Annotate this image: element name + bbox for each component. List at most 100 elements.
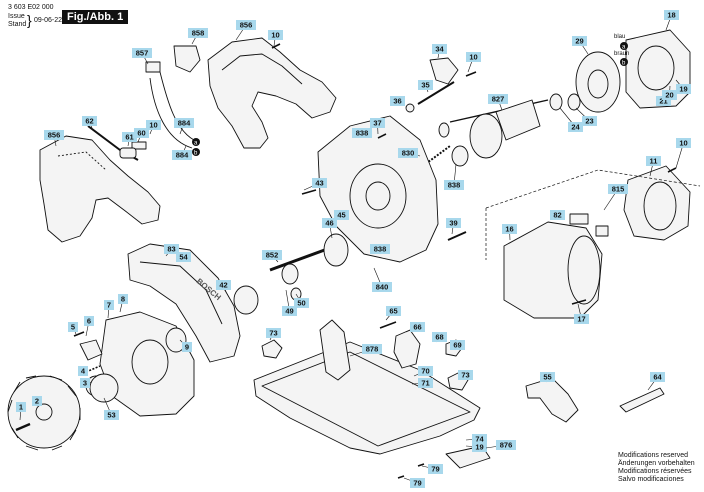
callout-box	[390, 96, 405, 106]
part-callout-35: 35	[418, 80, 433, 90]
part-callout-70: 70	[418, 366, 433, 376]
callout-number: 840	[376, 283, 389, 292]
part-callout-19: 19	[676, 84, 691, 94]
callout-number: 24	[571, 123, 580, 132]
handle-grip-dots	[57, 151, 107, 171]
callout-box	[676, 138, 691, 148]
callout-number: 79	[431, 465, 439, 474]
blade-teeth	[7, 375, 81, 451]
callout-number: 838	[448, 181, 461, 190]
part-callout-815: 815	[608, 184, 628, 194]
part-callout-65: 65	[386, 306, 401, 316]
lever-6	[79, 339, 103, 361]
hex-key-64	[619, 387, 665, 413]
callout-number: 4	[81, 367, 86, 376]
part-callout-73: 73	[458, 370, 473, 380]
callout-box	[370, 118, 385, 128]
part-callout-10: 10	[676, 138, 691, 148]
modifications-notice: Modifications reserved Änderungen vorbeh…	[618, 452, 695, 484]
part-callout-68: 68	[432, 332, 447, 342]
handle-half-upper	[207, 37, 337, 149]
bearing-24	[549, 93, 563, 111]
callout-number: 50	[297, 299, 305, 308]
spring-830	[419, 145, 451, 169]
callout-box	[188, 28, 208, 38]
callout-box	[104, 300, 114, 310]
spindle-852	[269, 246, 331, 272]
callout-number: 54	[179, 253, 188, 262]
upper-blade-guard	[127, 243, 241, 363]
callout-box	[608, 184, 628, 194]
part-callout-5: 5	[68, 322, 78, 332]
callout-number: 7	[107, 301, 111, 310]
bearing-852	[281, 263, 299, 285]
callout-number: 35	[421, 81, 429, 90]
callout-box	[172, 150, 192, 160]
callout-box	[444, 180, 464, 190]
part-callout-36: 36	[390, 96, 405, 106]
callout-box	[68, 322, 78, 332]
callout-number: 66	[413, 323, 421, 332]
washer-36	[405, 103, 415, 113]
part-callout-827: 827	[488, 94, 508, 104]
callout-number: 10	[679, 139, 687, 148]
part-callout-8: 8	[118, 294, 128, 304]
callout-number: 39	[449, 219, 457, 228]
part-callout-11: 11	[646, 156, 661, 166]
bearing-838a	[451, 145, 469, 167]
part-callout-21: 21	[656, 96, 671, 106]
callout-box	[372, 282, 392, 292]
callout-number: 73	[269, 329, 277, 338]
callout-box	[450, 340, 465, 350]
part-callout-24: 24	[568, 122, 583, 132]
callout-number: 79	[413, 479, 421, 488]
callout-number: 71	[421, 379, 429, 388]
screw-79a	[417, 463, 425, 467]
part-callout-50: 50	[294, 298, 309, 308]
callout-box	[216, 280, 231, 290]
pin-35	[417, 81, 455, 105]
callout-number: 830	[402, 149, 415, 158]
callout-box	[44, 130, 64, 140]
callout-box	[294, 298, 309, 308]
part-callout-60: 60	[134, 128, 149, 138]
callout-number: 37	[373, 119, 381, 128]
part-callout-64: 64	[650, 372, 665, 382]
guard-hub	[131, 339, 169, 385]
callout-number: 43	[315, 179, 323, 188]
wire-b-marker	[620, 58, 628, 66]
part-callout-62: 62	[82, 116, 97, 126]
callout-box	[646, 156, 661, 166]
callout-number: 53	[107, 411, 115, 420]
part-callout-79: 79	[410, 478, 425, 488]
callout-box	[458, 370, 473, 380]
callout-number: 82	[553, 211, 561, 220]
part-callout-7: 7	[104, 300, 114, 310]
part-callout-16: 16	[502, 224, 517, 234]
part-callout-838: 838	[370, 244, 390, 254]
part-callout-53: 53	[104, 410, 119, 420]
callout-box	[676, 84, 691, 94]
callout-number: 36	[393, 97, 401, 106]
callout-number: 74	[475, 435, 484, 444]
part-callout-61: 61	[122, 132, 137, 142]
callout-box	[182, 342, 192, 352]
stand-label: Stand	[8, 21, 27, 28]
callout-box	[664, 10, 679, 20]
callout-box	[16, 402, 26, 412]
field-housing-face	[567, 235, 601, 305]
callout-box	[334, 210, 349, 220]
part-callout-10: 10	[146, 120, 161, 130]
brush-group-outline	[485, 169, 701, 260]
part-callout-838: 838	[352, 128, 372, 138]
callout-box	[352, 128, 372, 138]
cord-a-marker	[192, 138, 200, 146]
depth-guide	[319, 319, 351, 381]
gear-housing-bore-inner	[365, 181, 391, 211]
part-callout-69: 69	[450, 340, 465, 350]
callout-number: 29	[575, 37, 583, 46]
wire-b-letter: b	[622, 61, 626, 67]
note-es: Salvo modificaciones	[618, 476, 684, 483]
wire-blue-label: blau	[614, 34, 625, 40]
